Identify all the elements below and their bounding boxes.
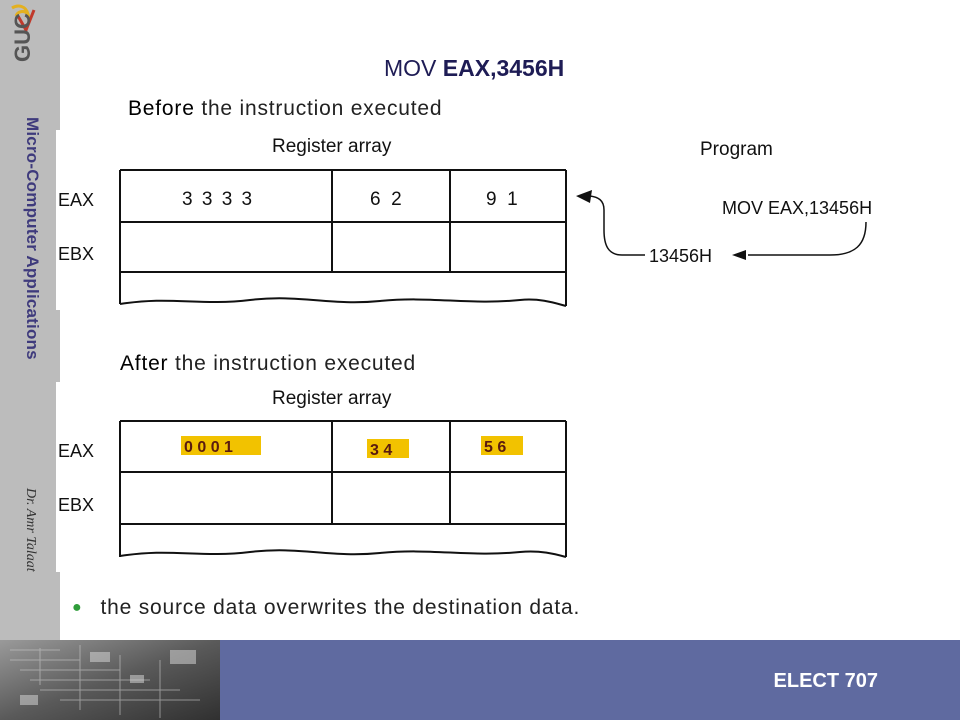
program-instruction: MOV EAX,13456H: [722, 198, 872, 218]
before-ebx-label: EBX: [58, 244, 94, 264]
after-caption-rest: the instruction executed: [168, 352, 416, 375]
title-operands: EAX,3456H: [442, 55, 565, 81]
after-eax-label: EAX: [58, 441, 94, 461]
before-eax-label: EAX: [58, 190, 94, 210]
sidebar-divider: [56, 130, 62, 310]
sidebar: GUC Micro-Computer Applications Dr. Amr …: [0, 0, 60, 640]
before-caption: Before the instruction executed: [128, 97, 442, 121]
after-eax-highlight-1: [181, 436, 261, 455]
sidebar-divider: [56, 382, 62, 572]
before-register-heading: Register array: [272, 136, 392, 157]
title-prefix: MOV: [384, 55, 443, 81]
after-eax-highlight-3: [481, 436, 523, 455]
course-code: ELECT 707: [773, 670, 878, 692]
after-eax-cell-3: 5 6: [484, 439, 506, 456]
after-register-grid: [119, 420, 567, 558]
before-eax-cell-3: 9 1: [486, 189, 518, 210]
before-eax-cell-2: 6 2: [370, 189, 402, 210]
program-flow-arrows: [589, 195, 867, 256]
after-diagram: Register array EAX EBX 0 0 0 1 3 4 5 6: [58, 388, 567, 558]
before-register-grid: [119, 169, 567, 307]
bullet-dot-icon: ●: [72, 599, 83, 616]
before-eax-cell-1: 3 3 3 3: [182, 189, 254, 210]
guc-logo: GUC: [10, 4, 36, 62]
arrow-head-icon: [576, 190, 592, 203]
after-eax-highlight-2: [367, 439, 409, 458]
after-eax-cell-2: 3 4: [370, 442, 392, 459]
slide-title: MOV EAX,3456H: [384, 55, 564, 82]
bullet-item: ● the source data overwrites the destinat…: [72, 596, 580, 620]
bullet-text: the source data overwrites the destinati…: [100, 596, 581, 619]
program-label: Program: [700, 139, 773, 160]
before-diagram: Register array EAX EBX 3 3 3 3 6 2 9 1 P…: [58, 136, 872, 307]
arrow-head-icon: [732, 250, 746, 260]
before-caption-rest: the instruction executed: [194, 97, 443, 120]
after-eax-cell-1: 0 0 0 1: [184, 439, 233, 456]
after-caption: After the instruction executed: [120, 352, 416, 376]
footer-band: [220, 640, 960, 720]
after-caption-word: After: [120, 352, 169, 375]
program-value: 13456H: [649, 246, 712, 266]
after-ebx-label: EBX: [58, 495, 94, 515]
after-register-heading: Register array: [272, 388, 392, 409]
footer-circuit-image: [0, 640, 220, 720]
before-caption-word: Before: [128, 97, 195, 120]
logo-text: GUC: [10, 13, 35, 62]
